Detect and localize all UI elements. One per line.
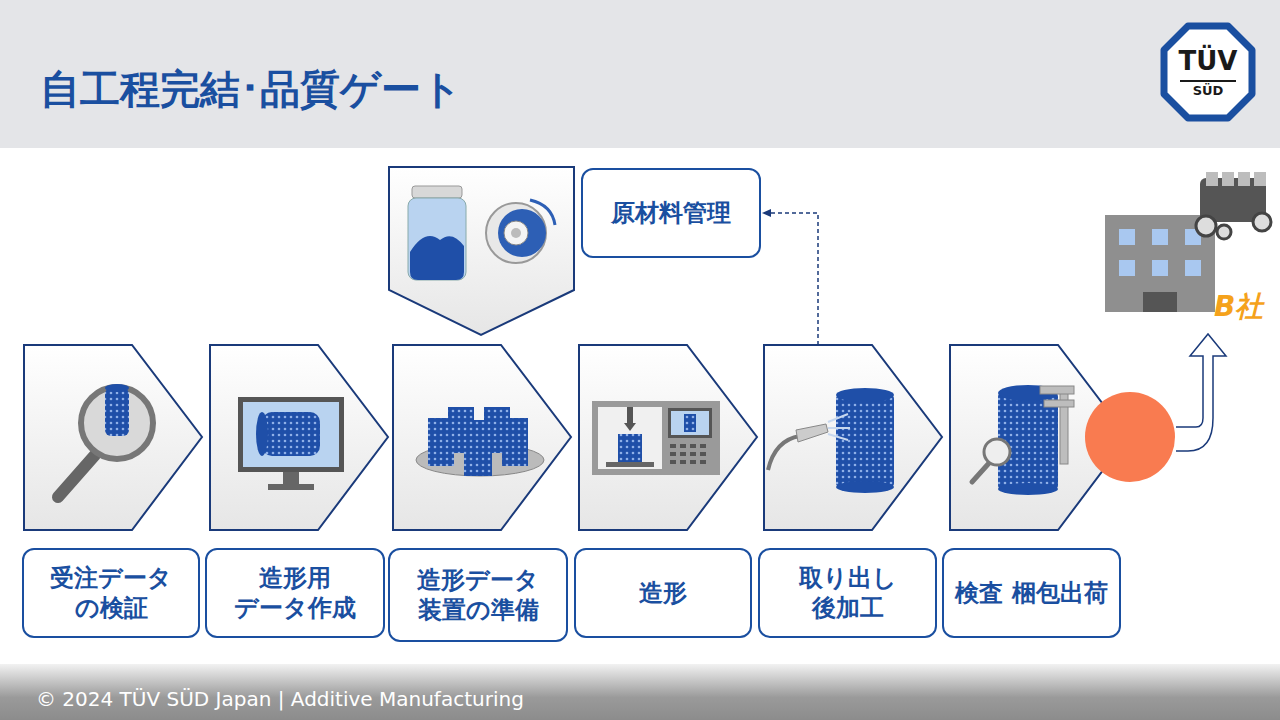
logo-text: SÜD [1168,83,1248,98]
step-label-box: 取り出し 後加工 [758,548,937,638]
box-text: 取り出し 後加工 [768,563,927,623]
box-text: 受注データ の検証 [32,563,190,623]
box-text: 検査 梱包出荷 [955,578,1107,608]
dashed-connector [763,213,818,345]
box-text: 造形 [639,578,687,608]
box-text: 造形用 データ作成 [215,563,375,623]
box-text: 原材料管理 [611,198,731,228]
slide-title: 自工程完結･品質ゲート [40,62,462,117]
step-label-box: 造形データ 装置の準備 [388,548,568,642]
step-label-box: 検査 梱包出荷 [942,548,1121,638]
company-label: B社 [1214,288,1263,326]
footer-text: © 2024 TÜV SÜD Japan | Additive Manufact… [36,687,524,711]
step-label-box: 受注データ の検証 [22,548,200,638]
step-label-box: 造形 [574,548,752,638]
step-label-box: 造形用 データ作成 [205,548,385,638]
logo-text: TÜV [1168,46,1248,76]
box-text: 造形データ 装置の準備 [398,565,558,625]
material-box: 原材料管理 [581,168,761,258]
